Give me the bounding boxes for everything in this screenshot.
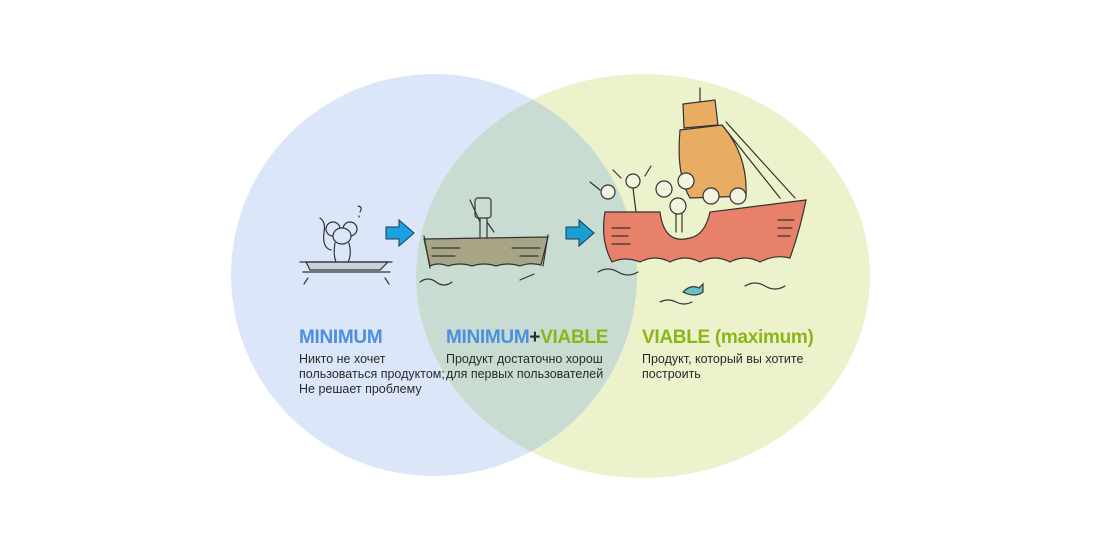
person-in-rowboat-icon: [419, 197, 549, 286]
minimum-title: MINIMUM: [299, 327, 383, 348]
minimum-viable-title-part2: VIABLE: [540, 327, 609, 348]
overlap-region: [416, 74, 637, 476]
viable-section: VIABLE (maximum) Продукт, который вы хот…: [642, 327, 814, 382]
viable-description: Продукт, который вы хотите построить: [642, 352, 804, 381]
minimum-viable-title: MINIMUM+VIABLE: [446, 327, 608, 349]
minimum-viable-title-part1: MINIMUM: [446, 327, 530, 348]
minimum-section: MINIMUM Никто не хочет пользоваться прод…: [299, 327, 445, 397]
minimum-viable-section: MINIMUM+VIABLE Продукт достаточно хорош …: [446, 327, 608, 382]
mouse-on-raft-icon: [299, 205, 393, 285]
viable-title: VIABLE (maximum): [642, 327, 814, 348]
arrow-right-icon: [385, 218, 415, 248]
arrow-right-icon: [565, 218, 595, 248]
minimum-viable-description: Продукт достаточно хорош для первых поль…: [446, 352, 604, 381]
sailing-ship-with-crowd-icon: [589, 87, 807, 305]
plus-sign: +: [529, 327, 541, 348]
minimum-description: Никто не хочет пользоваться продуктом; Н…: [299, 352, 445, 396]
